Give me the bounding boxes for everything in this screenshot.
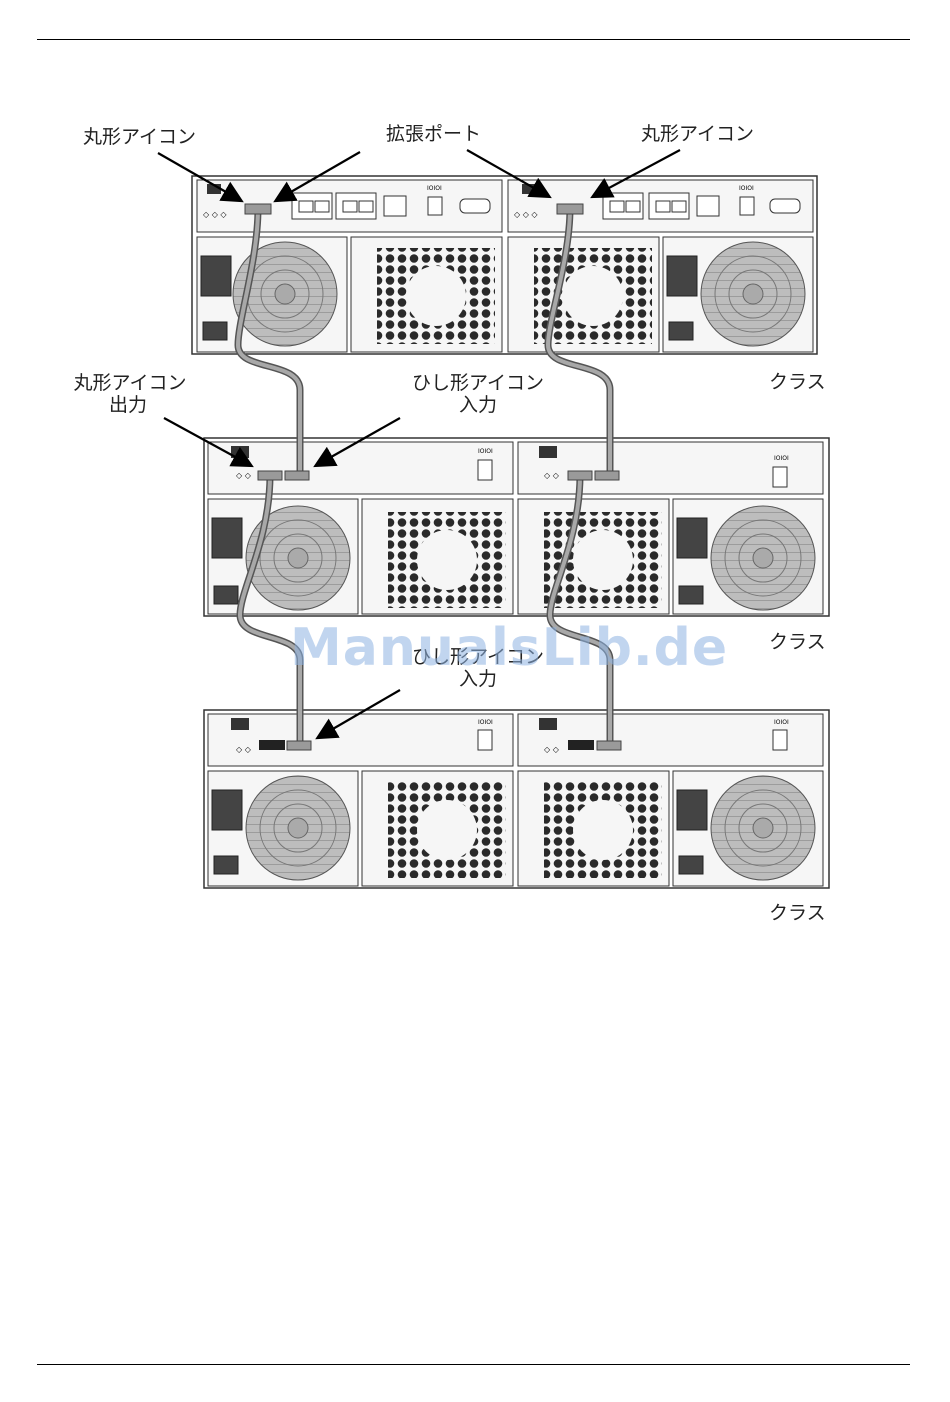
label-round-icon-output: 丸形アイコン 出力 — [60, 372, 200, 416]
port-label-mid-right: IOIOI — [774, 455, 789, 462]
io-module-left — [208, 442, 513, 494]
label-expansion-port: 拡張ポート — [386, 123, 481, 145]
svg-text:◇ ◇ ◇: ◇ ◇ ◇ — [203, 210, 227, 219]
label-round-icon-left: 丸形アイコン — [83, 126, 196, 148]
label-round-icon-right: 丸形アイコン — [641, 123, 754, 145]
port-label-mid-left: IOIOI — [478, 448, 493, 455]
label-diamond-icon-input-1-line2: 入力 — [403, 394, 553, 416]
label-class-1: クラス — [769, 371, 826, 393]
label-class-2: クラス — [769, 631, 826, 653]
top-enclosure: ◇ ◇ ◇ IOIOI ◇ ◇ ◇ IOIOI — [192, 176, 817, 354]
watermark: ManualsLib.de — [290, 618, 728, 678]
label-round-icon-output-line1: 丸形アイコン — [60, 372, 200, 394]
port-label-top-right: IOIOI — [739, 185, 754, 192]
svg-text:◇ ◇: ◇ ◇ — [544, 471, 560, 480]
svg-text:◇ ◇ ◇: ◇ ◇ ◇ — [514, 210, 538, 219]
label-class-3: クラス — [769, 902, 826, 924]
port-label-bot-right: IOIOI — [774, 719, 789, 726]
label-diamond-icon-input-1: ひし形アイコン 入力 — [403, 372, 553, 416]
port-label-top-left: IOIOI — [427, 185, 442, 192]
port-label-bot-left: IOIOI — [478, 719, 493, 726]
svg-text:◇ ◇: ◇ ◇ — [236, 471, 252, 480]
label-diamond-icon-input-1-line1: ひし形アイコン — [403, 372, 553, 394]
svg-text:◇ ◇: ◇ ◇ — [544, 745, 560, 754]
label-round-icon-output-line2: 出力 — [56, 394, 200, 416]
svg-text:◇ ◇: ◇ ◇ — [236, 745, 252, 754]
